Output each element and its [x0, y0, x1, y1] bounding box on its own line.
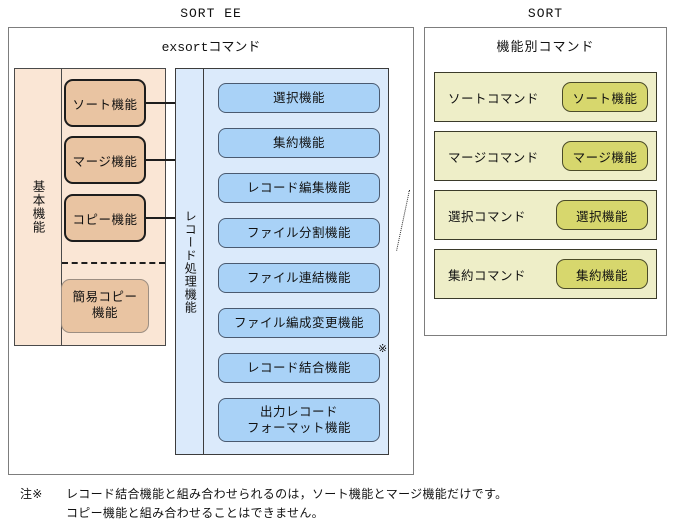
sort-function-box[interactable]: ソート機能	[64, 79, 146, 127]
connector-sort-to-record	[146, 102, 176, 104]
record-processing-label: レコード処理機能	[183, 209, 198, 314]
simple-copy-function-box[interactable]: 簡易コピー 機能	[61, 279, 149, 333]
function-command-heading: 機能別コマンド	[496, 39, 595, 54]
record-processing-panel	[175, 68, 389, 455]
basic-function-label: 基本機能	[30, 180, 45, 234]
simple-copy-function-line1: 簡易コピー	[72, 290, 138, 305]
output-record-format-line2: フォーマット機能	[246, 421, 351, 435]
sort-command-function-pill[interactable]: ソート機能	[562, 82, 648, 112]
record-processing-panel-divider	[203, 68, 204, 455]
sort-command-label: ソートコマンド	[448, 91, 540, 106]
exsort-command-heading: exsortコマンド	[161, 40, 261, 55]
output-record-format-function-box[interactable]: 出力レコード フォーマット機能	[218, 398, 380, 442]
connector-copy-to-record	[146, 217, 176, 219]
aggregation-function-box[interactable]: 集約機能	[218, 128, 380, 158]
aggregation-command-function-pill[interactable]: 集約機能	[556, 259, 648, 289]
footnote: 注※ レコード結合機能と組み合わせられるのは，ソート機能とマージ機能だけです。 …	[20, 485, 660, 522]
record-join-note-mark: ※	[378, 343, 388, 355]
merge-command-function-pill[interactable]: マージ機能	[562, 141, 648, 171]
footnote-label: 注※	[20, 487, 43, 501]
aggregation-command-label: 集約コマンド	[448, 268, 527, 283]
selection-command-function-pill[interactable]: 選択機能	[556, 200, 648, 230]
footnote-line-2: コピー機能と組み合わせることはできません。	[66, 505, 324, 520]
merge-function-box[interactable]: マージ機能	[64, 136, 146, 184]
left-panel-title: SORT EE	[180, 6, 242, 21]
record-join-function-box[interactable]: レコード結合機能	[218, 353, 380, 383]
right-panel-title: SORT	[527, 6, 564, 21]
footnote-line-1: レコード結合機能と組み合わせられるのは，ソート機能とマージ機能だけです。	[66, 487, 508, 501]
selection-command-card[interactable]: 選択コマンド	[434, 190, 657, 240]
record-edit-function-box[interactable]: レコード編集機能	[218, 173, 380, 203]
selection-function-box[interactable]: 選択機能	[218, 83, 380, 113]
file-split-function-box[interactable]: ファイル分割機能	[218, 218, 380, 248]
file-concat-function-box[interactable]: ファイル連結機能	[218, 263, 380, 293]
simple-copy-function-line2: 機能	[91, 306, 118, 320]
merge-command-label: マージコマンド	[448, 150, 539, 165]
file-organization-change-function-box[interactable]: ファイル編成変更機能	[218, 308, 380, 338]
basic-function-dashed-separator	[62, 262, 165, 264]
selection-command-label: 選択コマンド	[448, 209, 527, 224]
sort-command-card[interactable]: ソートコマンド	[434, 72, 657, 122]
output-record-format-line1: 出力レコード	[259, 404, 338, 419]
connector-merge-to-record	[146, 159, 176, 161]
copy-function-box[interactable]: コピー機能	[64, 194, 146, 242]
basic-function-panel-divider	[61, 68, 62, 346]
